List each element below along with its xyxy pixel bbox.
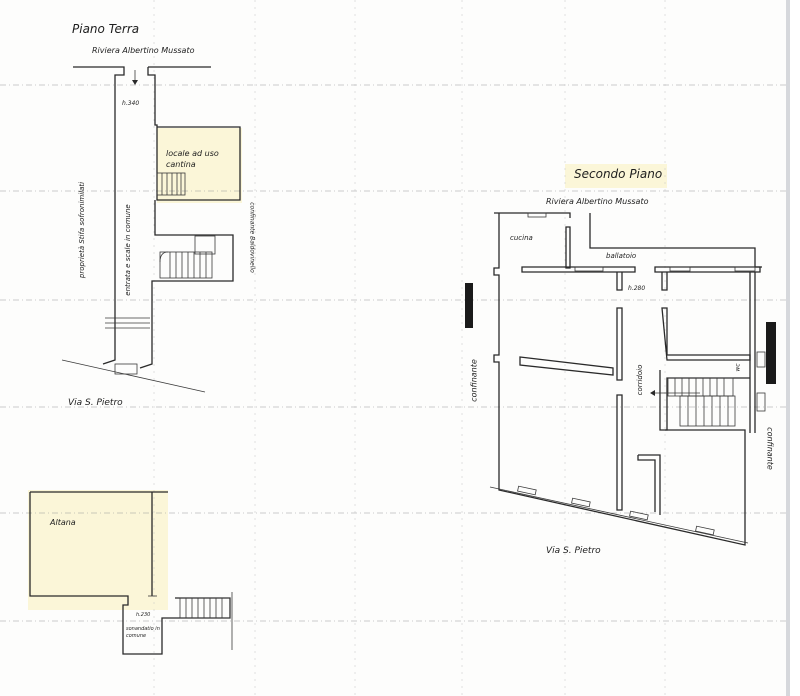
attic-landing-label: sonandatio in comune [126,626,160,639]
ground-floor-street-top: Riviera Albertino Mussato [92,46,195,55]
ground-floor-corridor-label: entrata e scale in comune [124,204,132,296]
page-margin [790,0,800,696]
second-floor-title-highlight [565,164,667,188]
attic-height: h.230 [136,612,151,618]
ground-floor-height: h.340 [122,100,140,107]
ground-floor-title: Piano Terra [72,22,140,36]
ground-floor-right-neighbor: confinante Baldovinello [248,202,256,273]
second-floor-plan [465,212,776,546]
ground-floor-left-neighbor: proprietà Stifa sofronimilati [78,181,86,279]
second-floor-title: Secondo Piano [574,167,663,181]
corridor-label: corridoio [636,364,644,396]
attic-highlight [28,490,168,610]
ground-floor-street-bottom: Via S. Pietro [68,398,123,408]
wc-label: wc [734,363,742,372]
second-floor-street-top: Riviera Albertino Mussato [546,197,649,206]
second-floor-right-neighbor: confinante [765,427,775,470]
cellar-room-label: locale ad uso cantina [166,149,219,169]
page-edge-shadow [786,0,790,696]
balcony-label: ballatoio [606,252,637,260]
second-floor-left-neighbor: confinante [469,359,479,402]
redaction-mark-left [465,283,473,328]
second-floor-height: h.280 [628,285,646,292]
ground-floor-plan [61,66,241,393]
redaction-mark-right [766,322,776,384]
attic-plan [29,491,233,655]
attic-room-label: Altana [50,518,76,527]
cellar-highlight [157,128,242,203]
second-floor-street-bottom: Via S. Pietro [546,546,601,556]
kitchen-label: cucina [510,234,533,242]
